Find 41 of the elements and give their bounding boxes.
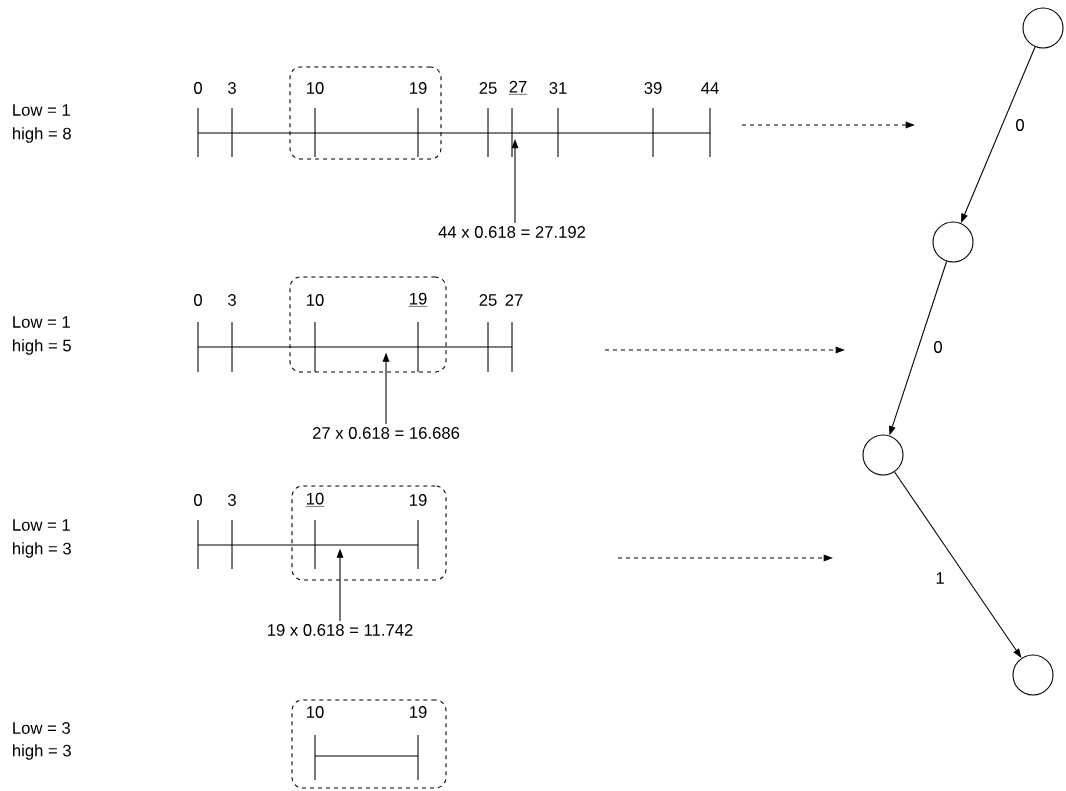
tick-label: 31 [549,82,567,94]
tick-label: 19 [408,292,428,307]
tree-node [932,221,974,263]
bound-label: high = 3 [13,744,71,760]
arrow [894,471,1022,658]
bound-label: high = 8 [13,127,71,143]
edge-label: 0 [932,339,944,355]
tick-label: 19 [410,494,427,506]
edge-label: 0 [1014,117,1026,133]
tick-label: 39 [644,82,662,94]
formula-label: 27 x 0.618 = 16.686 [312,427,460,439]
bound-label: Low = 1 [13,316,70,328]
bound-label: high = 5 [13,339,71,355]
tick-label: 3 [228,294,236,306]
bound-label: Low = 3 [13,722,70,734]
tree-node [1012,654,1054,696]
tick-label: 10 [305,492,325,507]
tick-label: 3 [228,494,236,506]
tick-label: 44 [701,82,719,94]
bound-label: high = 3 [13,542,71,558]
tick-label: 0 [194,82,202,94]
formula-label: 19 x 0.618 = 11.742 [268,624,413,636]
tick-label: 27 [505,294,523,306]
tick-label: 25 [479,82,497,94]
tick-label: 27 [508,80,528,95]
tick-label: 3 [228,82,236,94]
tick-label: 25 [479,294,497,306]
tick-label: 19 [410,82,427,94]
tick-label: 10 [307,294,324,306]
arrow [961,46,1036,223]
edge-label: 1 [934,570,946,586]
tick-label: 0 [194,294,202,306]
tree-node [1022,7,1064,49]
tick-label: 0 [194,494,202,506]
tick-label: 10 [307,706,324,718]
bound-label: Low = 1 [13,519,70,531]
formula-label: 44 x 0.618 = 27.192 [438,226,586,238]
tick-label: 10 [307,82,324,94]
bound-label: Low = 1 [13,104,70,116]
tree-node [862,434,904,476]
tick-label: 19 [410,706,427,718]
